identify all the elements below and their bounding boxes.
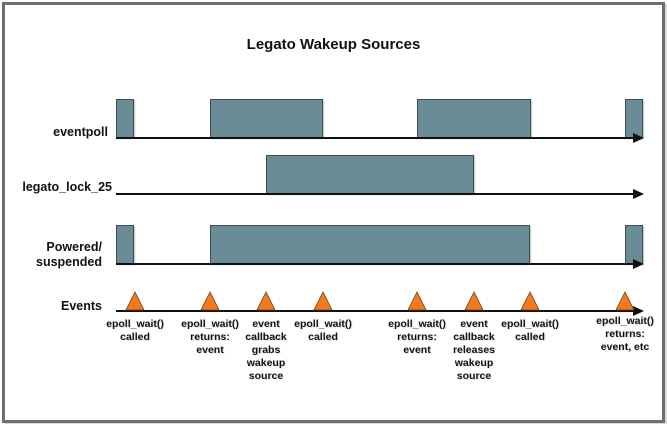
timeline-axis [116,193,635,195]
event-triangle-icon [407,291,427,311]
event-label: epoll_wait() called [106,318,164,343]
diagram-title: Legato Wakeup Sources [246,36,421,53]
arrow-right-icon [633,259,644,269]
timeline-axis [116,263,635,265]
events-axis [116,310,635,312]
row-label-powered-line2: suspended [36,255,102,269]
event-triangle-icon [520,291,540,311]
event-triangle-icon [313,291,333,311]
event-label: epoll_wait() returns: event [181,318,239,356]
row-label-powered-line1: Powered/ [46,240,102,254]
timeline-axis [116,137,635,139]
event-label: event callback releases wakeup source [452,318,496,382]
event-triangle-icon [464,291,484,311]
event-label: epoll_wait() called [294,318,352,343]
arrow-right-icon [633,306,644,316]
event-label: epoll_wait() called [501,318,559,343]
arrow-right-icon [633,133,644,143]
event-label: epoll_wait() returns: event, etc [596,315,654,353]
event-label: event callback grabs wakeup source [245,318,287,382]
event-triangle-icon [615,291,635,311]
pulse-bar [417,99,531,138]
event-label: epoll_wait() returns: event [388,318,446,356]
row-label-events: Events [61,299,102,313]
row-label-legato-lock: legato_lock_25 [22,180,112,194]
arrow-right-icon [633,189,644,199]
event-triangle-icon [200,291,220,311]
pulse-bar [210,225,530,264]
event-triangle-icon [256,291,276,311]
row-label-eventpoll: eventpoll [53,125,108,139]
event-triangle-icon [125,291,145,311]
